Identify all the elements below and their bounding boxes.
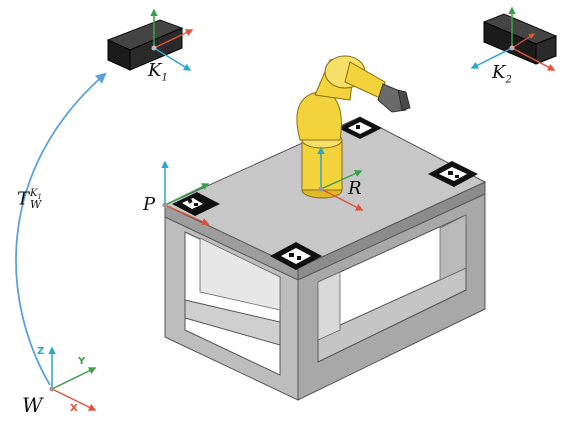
camera-k1	[106, 8, 194, 71]
frame-w	[48, 346, 97, 411]
transform-arrow	[15, 72, 107, 386]
label-k2: K2	[492, 62, 512, 86]
robot-arm-icon	[296, 55, 411, 199]
world-axis-x-label: X	[70, 403, 78, 414]
label-p: P	[143, 194, 156, 215]
camera-k2	[470, 6, 558, 71]
world-axis-y-label: Y	[78, 356, 86, 367]
label-r: R	[348, 178, 362, 199]
camera-icon	[106, 19, 184, 71]
aruco-marker-icon	[172, 117, 478, 270]
table	[163, 116, 487, 401]
label-w: W	[22, 393, 43, 417]
world-axis-z-label: Z	[37, 346, 45, 357]
frame-p	[161, 160, 210, 226]
label-k1: K1	[148, 60, 168, 84]
frame-r	[317, 146, 364, 211]
